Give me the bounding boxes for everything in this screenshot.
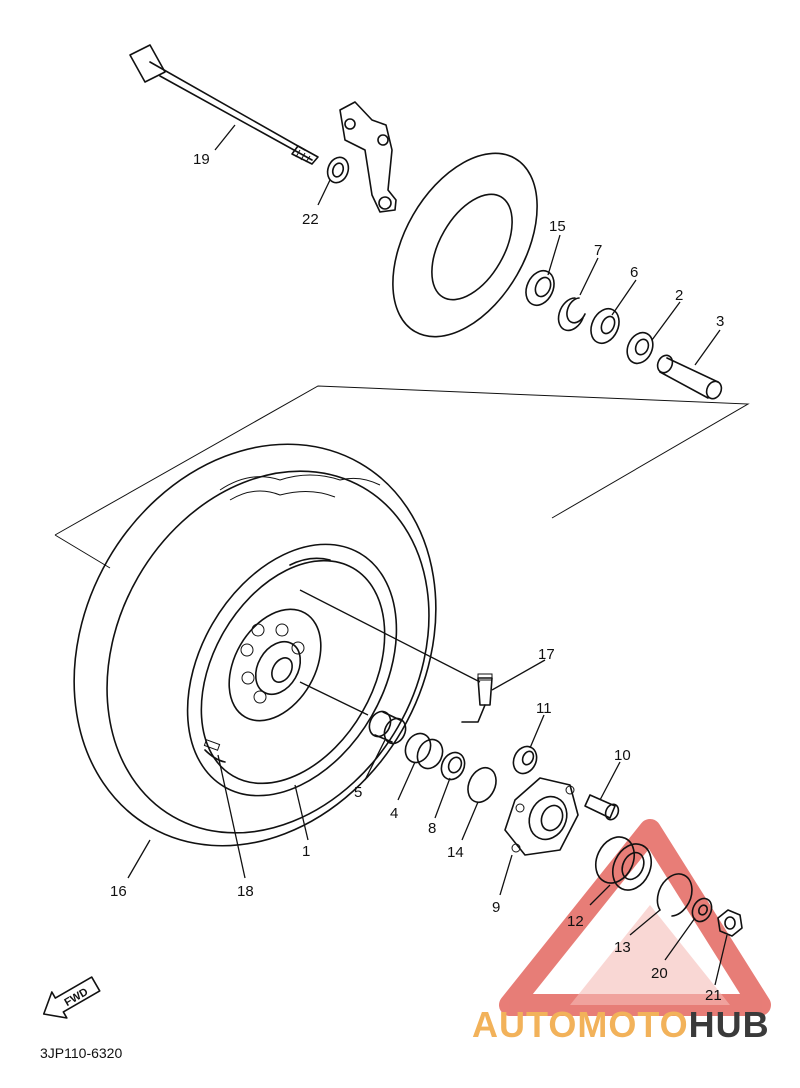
fwd-label: FWD <box>63 986 91 1009</box>
bearing-12 <box>594 836 653 891</box>
bushing-11 <box>512 745 538 775</box>
callout-21: 21 <box>705 987 722 1004</box>
diagram-code: 3JP110-6320 <box>40 1045 122 1061</box>
watermark-word-light: AUTOMOTO <box>472 1004 689 1045</box>
axle <box>129 44 319 165</box>
callout-20: 20 <box>651 965 668 982</box>
callout-5: 5 <box>354 784 362 801</box>
watermark-text: AUTOMOTOHUB <box>472 1004 770 1045</box>
callout-15: 15 <box>549 218 566 235</box>
callout-22: 22 <box>302 211 319 228</box>
callout-8: 8 <box>428 820 436 837</box>
washer-20 <box>691 897 713 923</box>
brake-disc <box>392 152 538 338</box>
watermark-logo <box>499 819 771 1016</box>
callout-2: 2 <box>675 287 683 304</box>
callout-14: 14 <box>447 844 464 861</box>
circlip-13 <box>656 873 693 917</box>
callout-3: 3 <box>716 313 724 330</box>
callout-19: 19 <box>193 151 210 168</box>
callout-13: 13 <box>614 939 631 956</box>
caliper-bracket <box>339 101 397 213</box>
upper-spacer-3 <box>656 354 723 400</box>
watermark-word-dark: HUB <box>689 1004 770 1045</box>
callout-9: 9 <box>492 899 500 916</box>
forward-direction-arrow: FWD <box>42 976 101 1019</box>
callout-4: 4 <box>390 805 398 822</box>
callout-7: 7 <box>594 242 602 259</box>
bearing-4 <box>404 732 444 770</box>
callout-16: 16 <box>110 883 127 900</box>
upper-circlip-7 <box>557 297 586 332</box>
spacer-5 <box>368 710 407 745</box>
bolt-10 <box>584 794 620 821</box>
upper-bearing-6 <box>590 307 620 345</box>
callout-10: 10 <box>614 747 631 764</box>
o-ring-14 <box>467 766 497 804</box>
leader-lines <box>127 124 728 986</box>
nut-21 <box>717 909 743 937</box>
callout-labels: 1 2 3 4 5 6 7 8 9 10 11 12 13 14 15 16 1… <box>110 151 724 1004</box>
oil-seal-8 <box>440 751 466 781</box>
callout-17: 17 <box>538 646 555 663</box>
wheel-tire-assembly <box>73 443 437 847</box>
callout-12: 12 <box>567 913 584 930</box>
axle-collar <box>326 156 350 184</box>
driven-flange-9 <box>504 777 579 856</box>
valve-stem <box>461 673 493 723</box>
upper-bearing-15 <box>525 269 555 307</box>
callout-11: 11 <box>536 700 552 717</box>
callout-1: 1 <box>302 843 310 860</box>
callout-18: 18 <box>237 883 254 900</box>
upper-collar-2 <box>626 331 654 365</box>
callout-6: 6 <box>630 264 638 281</box>
assembly-outline <box>54 385 750 569</box>
